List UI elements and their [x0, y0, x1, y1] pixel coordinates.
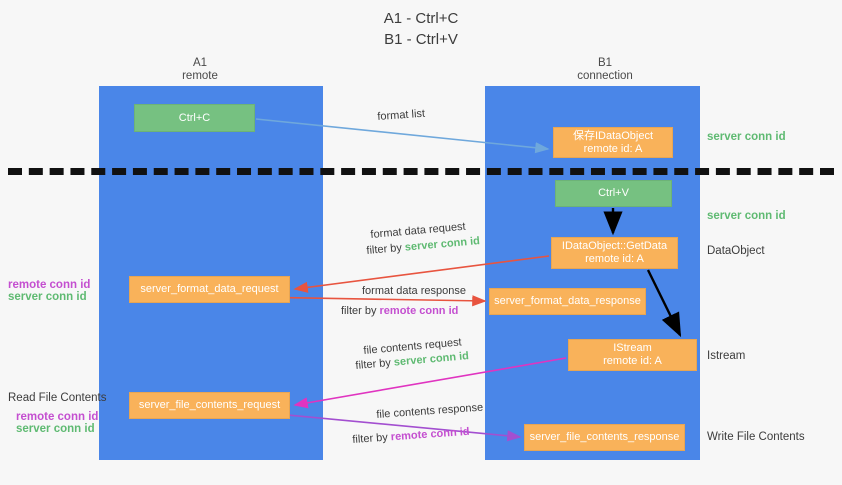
- box-ctrl-c[interactable]: Ctrl+C: [134, 104, 255, 132]
- filter-value-remote-conn-id-2: remote conn id: [390, 425, 470, 444]
- phase-divider: [8, 168, 834, 175]
- caption-format-list: format list: [377, 107, 426, 123]
- box-server-file-contents-request[interactable]: server_file_contents_request: [129, 392, 290, 419]
- label-istream: Istream: [707, 350, 746, 362]
- label-remote-conn-id-mid: remote conn id: [8, 279, 91, 291]
- box-server-format-data-response[interactable]: server_format_data_response: [489, 288, 646, 315]
- box-save-idataobject[interactable]: 保存IDataObject remote id: A: [553, 127, 673, 158]
- label-server-conn-id-mid: server conn id: [707, 210, 786, 222]
- box-server-format-data-request[interactable]: server_format_data_request: [129, 276, 290, 303]
- caption-file-contents-response: file contents response: [376, 401, 484, 421]
- column-header-b1: B1 connection: [577, 57, 633, 82]
- box-ctrl-v[interactable]: Ctrl+V: [555, 180, 672, 207]
- label-server-conn-id-top: server conn id: [707, 131, 786, 143]
- filter-prefix-3: filter by: [355, 356, 395, 372]
- filter-prefix-4: filter by: [352, 431, 392, 446]
- column-header-a1: A1 remote: [182, 57, 218, 82]
- label-server-conn-id-left-mid: server conn id: [8, 291, 87, 303]
- box-istream[interactable]: IStream remote id: A: [568, 339, 697, 371]
- page-title: A1 - Ctrl+C B1 - Ctrl+V: [383, 10, 459, 48]
- label-read-file-contents: Read File Contents: [8, 392, 107, 404]
- box-server-file-contents-response[interactable]: server_file_contents_response: [524, 424, 685, 451]
- label-write-file-contents: Write File Contents: [707, 431, 805, 443]
- filter-prefix-2: filter by: [341, 305, 380, 317]
- box-idataobject-getdata[interactable]: IDataObject::GetData remote id: A: [551, 237, 678, 269]
- label-remote-conn-id-bottom: remote conn id: [16, 411, 99, 423]
- filter-prefix-1: filter by: [366, 241, 406, 257]
- label-server-conn-id-left-bottom: server conn id: [16, 423, 95, 435]
- filter-value-remote-conn-id-1: remote conn id: [379, 305, 459, 317]
- filter-value-server-conn-id-1: server conn id: [404, 235, 481, 254]
- caption-format-data-response: format data response: [362, 285, 466, 297]
- label-dataobject: DataObject: [707, 245, 765, 257]
- caption-format-data-response-filter: filter by remote conn id: [341, 305, 458, 317]
- caption-file-contents-response-filter: filter by remote conn id: [352, 426, 470, 446]
